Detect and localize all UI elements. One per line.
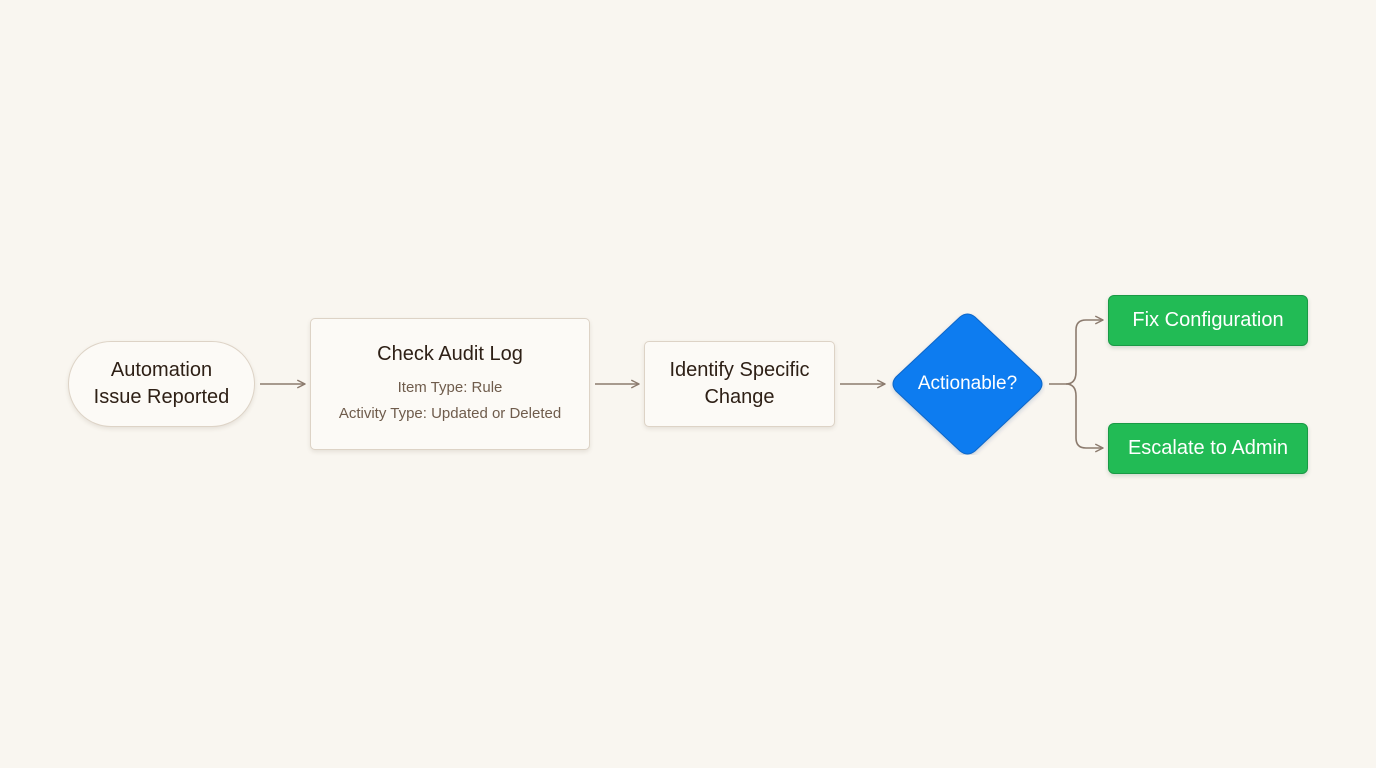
audit-node-title: Check Audit Log — [377, 343, 523, 365]
start-node-line1: Automation — [110, 359, 213, 381]
diamond-shape — [892, 313, 1043, 455]
identify-node-line2: Change — [704, 386, 775, 408]
process-node-identify-specific-change[interactable]: Identify Specific Change — [644, 341, 835, 427]
fix-node-label: Fix Configuration — [1132, 309, 1284, 331]
identify-node-line1: Identify Specific — [669, 359, 810, 381]
decision-label: Actionable? — [917, 373, 1018, 394]
escalate-node-label: Escalate to Admin — [1127, 437, 1289, 459]
start-node-automation-issue-reported[interactable]: Automation Issue Reported — [68, 341, 255, 427]
process-node-check-audit-log[interactable]: Check Audit Log Item Type: Rule Activity… — [310, 318, 590, 450]
decision-node-actionable[interactable]: Actionable? — [890, 313, 1045, 455]
arrow-decision-to-escalate — [1065, 383, 1104, 453]
start-node-line2: Issue Reported — [93, 386, 230, 408]
audit-node-activity-type: Activity Type: Updated or Deleted — [338, 405, 562, 422]
outcome-node-escalate-to-admin[interactable]: Escalate to Admin — [1108, 423, 1308, 474]
outcome-node-fix-configuration[interactable]: Fix Configuration — [1108, 295, 1308, 346]
audit-node-item-type: Item Type: Rule — [397, 379, 503, 396]
arrow-decision-to-fix — [1049, 315, 1104, 385]
